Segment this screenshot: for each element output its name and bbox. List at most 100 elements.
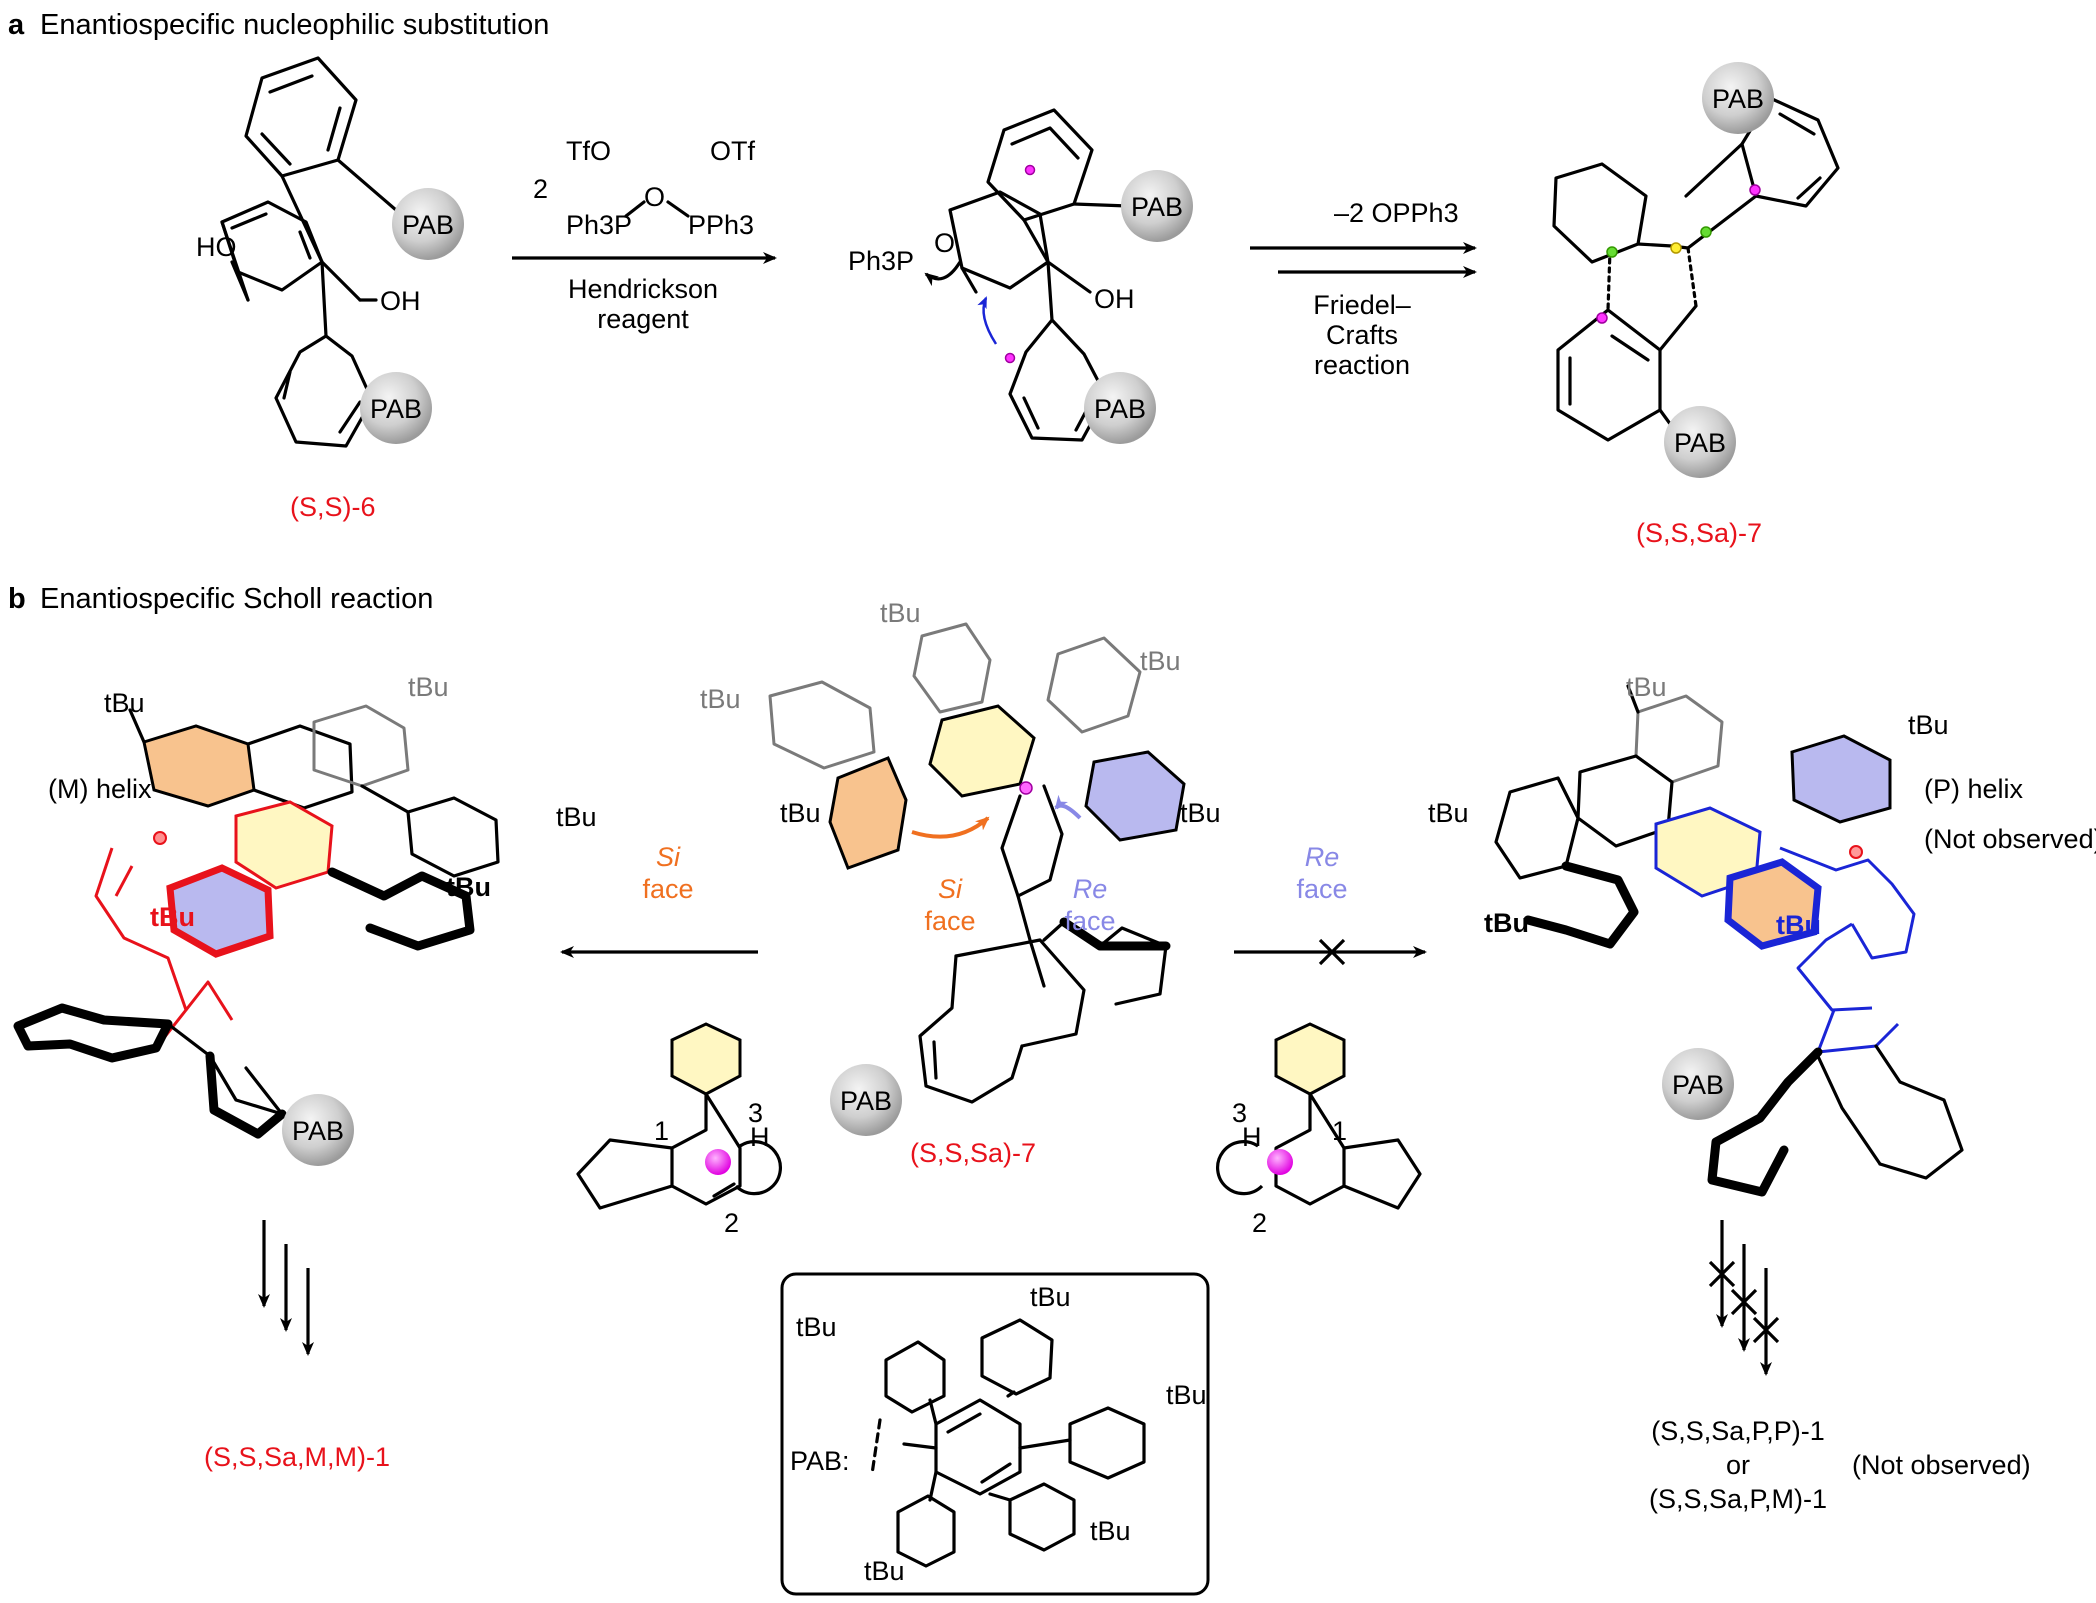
pab-box-label: PAB: [790,1446,850,1476]
position-3: 3 [1232,1098,1247,1128]
h-label: H [1242,1122,1262,1152]
position-3: 3 [748,1098,763,1128]
product-right-note: (Not observed) [1852,1450,2031,1480]
compound-7-structure [1552,96,1840,442]
intermediate-structure: OH [948,108,1135,442]
re-face-label: Re [1305,842,1340,872]
reagent-otf: OTf [710,136,755,166]
face-label: face [1064,906,1115,936]
rotation-arrow-icon [1216,1140,1264,1196]
indane-fragment-right [1274,1022,1422,1210]
pab-label: PAB [370,394,422,424]
left-product-structure [13,704,500,1139]
tbu-label: tBu [1626,672,1667,702]
pab-ball-icon [1121,170,1193,242]
center-compound-7-structure [768,622,1186,1104]
pab-ball-icon [1702,62,1774,134]
product-right-or: or [1726,1450,1750,1480]
reactive-carbon-ball [1267,1149,1293,1175]
tbu-label: tBu [446,872,491,902]
si-face-curly-arrow [911,816,990,839]
position-2: 2 [724,1208,739,1238]
compound-6-label: (S,S)-6 [290,492,376,522]
reagent-name-line2: reagent [597,304,689,334]
tbu-label: tBu [880,598,921,628]
ph3p-label: Ph3P [848,246,914,276]
reactive-site-dot [1024,164,1036,176]
product-right-1: (S,S,Sa,P,P)-1 [1651,1416,1825,1446]
right-product-structure [1494,684,1964,1197]
product-left-label: (S,S,Sa,M,M)-1 [204,1442,390,1472]
pab-label: PAB [1712,84,1764,114]
oh-label: OH [380,286,421,316]
oh-label: OH [1094,284,1135,314]
panel-a-title: Enantiospecific nucleophilic substitutio… [40,9,549,41]
reactive-carbon-ball [705,1149,731,1175]
tbu-label: tBu [1030,1282,1071,1312]
pab-definition-box [780,1272,1210,1596]
position-2: 2 [1252,1208,1267,1238]
pab-ball-icon [1664,406,1736,478]
tbu-label: tBu [1484,908,1529,938]
pab-label: PAB [1674,428,1726,458]
site-dot-magenta [1596,312,1608,324]
tbu-label: tBu [1428,798,1469,828]
p-helix-label: (P) helix [1924,774,2024,804]
product-right-2: (S,S,Sa,P,M)-1 [1649,1484,1827,1514]
pab-ball-icon [1084,372,1156,444]
o-label: O [934,228,955,258]
tbu-label: tBu [1180,798,1221,828]
tbu-label: tBu [864,1556,905,1586]
pab-ball-icon [830,1064,902,1136]
site-dot-magenta [1749,184,1761,196]
rotation-arrow-icon [734,1140,782,1196]
step2-line3: reaction [1314,350,1410,380]
pab-definition-structure [870,1318,1146,1568]
pab-label: PAB [1672,1070,1724,1100]
tbu-label: tBu [1776,910,1821,940]
panel-a-letter: a [8,9,25,41]
pab-ball-icon [360,372,432,444]
tbu-label: tBu [780,798,821,828]
site-dot-yellow [1670,242,1682,254]
tbu-label: tBu [150,902,195,932]
position-1: 1 [1332,1116,1347,1146]
blocked-x-icon [1730,1288,1758,1316]
compound-6-structure: HO OH [196,56,421,448]
site-dot-red [1849,845,1863,859]
tbu-label: tBu [796,1312,837,1342]
m-helix-label: (M) helix [48,774,152,804]
tbu-label: tBu [408,672,449,702]
site-dot-green [1700,226,1712,238]
site-dot-red [153,831,167,845]
position-1: 1 [654,1116,669,1146]
blocked-x-icon [1752,1316,1780,1344]
pab-ball-icon [392,188,464,260]
tbu-label: tBu [700,684,741,714]
h-label: H [750,1122,770,1152]
tbu-label: tBu [1908,710,1949,740]
re-face-label: Re [1073,874,1108,904]
face-label: face [924,906,975,936]
si-face-label: Si [938,874,963,904]
si-face-label: Si [656,842,681,872]
curly-arrow-blue [977,296,998,345]
step2-line1: Friedel– [1313,290,1411,320]
ho-label: HO [196,232,237,262]
center-compound-7-label: (S,S,Sa)-7 [910,1138,1036,1168]
pab-ball-icon [1662,1048,1734,1120]
tbu-label: tBu [104,688,145,718]
reagent-tfo: TfO [566,136,611,166]
not-observed-label: (Not observed) [1924,824,2096,854]
compound-7-label: (S,S,Sa)-7 [1636,518,1762,548]
pab-label: PAB [840,1086,892,1116]
re-face-curly-arrow [1054,794,1082,820]
blocked-x-icon [1318,938,1346,966]
tbu-label: tBu [1140,646,1181,676]
site-dot-green [1606,246,1618,258]
reagent-coefficient: 2 [533,174,548,204]
tbu-label: tBu [1166,1380,1207,1410]
blocked-x-icon [1708,1260,1736,1288]
reagent-name-line1: Hendrickson [568,274,718,304]
